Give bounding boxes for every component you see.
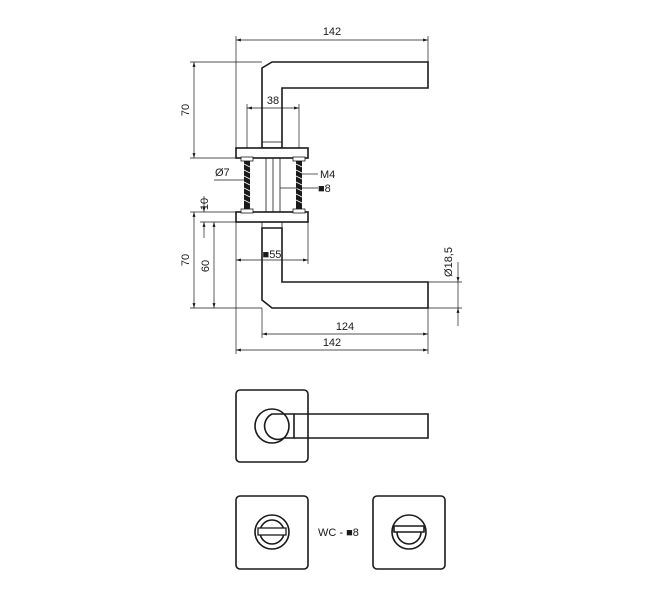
wc-label: WC - ■8	[318, 527, 359, 539]
dim-rose-thickness: 10	[199, 198, 211, 210]
screw-right	[292, 156, 306, 214]
dim-spindle-square: ■8	[318, 183, 331, 195]
dim-top-width: 142	[323, 26, 341, 38]
dim-rose-square: ■55	[263, 249, 282, 261]
top-lever-side-view	[261, 61, 429, 149]
dim-lever-diameter: Ø18,5	[443, 247, 455, 277]
bottom-lever-side-view	[261, 221, 429, 309]
dim-bottom-height-inner: 60	[200, 260, 212, 272]
dim-bottom-height: 70	[180, 254, 192, 266]
screw-left	[240, 156, 254, 214]
wc-rose-right	[372, 495, 446, 570]
wc-rose-left	[235, 495, 309, 570]
spindle-assembly	[235, 141, 309, 223]
dim-screw-diameter: Ø7	[215, 167, 230, 179]
dim-bottom-width: 142	[323, 337, 341, 349]
dim-spindle-gap: 38	[267, 95, 279, 107]
dim-lever-length: 124	[336, 321, 354, 333]
dim-screw-thread: M4	[320, 169, 335, 181]
front-view-handle-rose	[235, 389, 429, 463]
dim-top-height: 70	[180, 104, 192, 116]
dimension-lines	[190, 36, 462, 354]
